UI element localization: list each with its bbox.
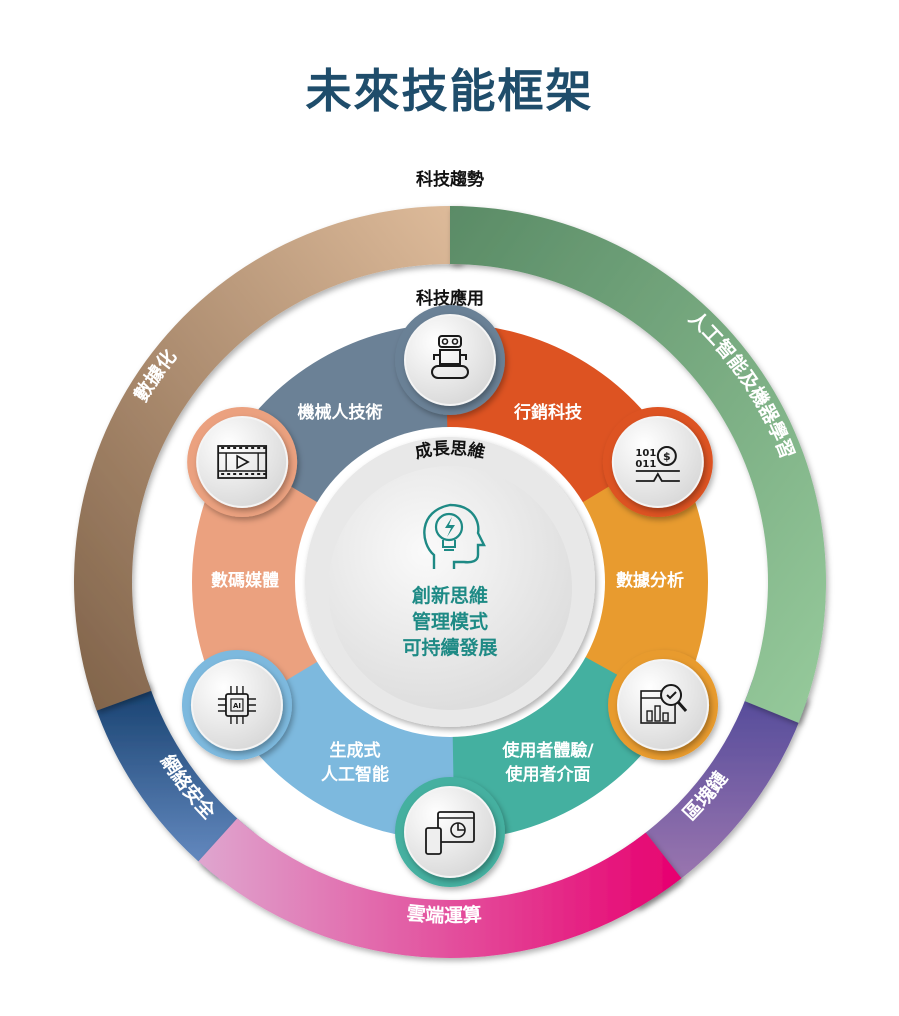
middle-segment-label: 數據分析 (616, 570, 684, 591)
middle-ring-title: 科技應用 (416, 288, 484, 309)
icon-badge (395, 777, 505, 887)
center-line: 可持續發展 (402, 636, 497, 659)
middle-segment-label: 生成式 (330, 740, 381, 761)
svg-text:011: 011 (635, 459, 656, 470)
outer-ring-title: 科技趨勢 (416, 169, 484, 190)
robot-icon (431, 335, 469, 379)
head-lightbulb-icon (423, 503, 486, 569)
middle-segment-label: 數碼媒體 (211, 570, 279, 591)
data-analysis-icon (640, 684, 688, 724)
icon-badge (187, 407, 298, 517)
middle-segment-label: 行銷科技 (513, 402, 583, 423)
middle-segment-label: 機械人技術 (298, 402, 383, 423)
svg-text:AI: AI (233, 702, 241, 710)
center-line: 創新思維 (412, 584, 488, 607)
svg-text:101: 101 (635, 448, 656, 459)
outer-segment-3 (198, 818, 682, 959)
middle-segment-2 (578, 449, 709, 715)
middle-segment-label-line2: 人工智能 (321, 764, 389, 785)
devices-icon (425, 811, 475, 855)
icon-badge: AI (181, 650, 292, 760)
svg-text:$: $ (663, 450, 671, 463)
ai-chip-icon: AI (217, 686, 256, 724)
middle-segment-label: 使用者體驗/ (501, 740, 594, 761)
center-line: 管理模式 (412, 610, 488, 633)
outer-segment-0 (74, 205, 464, 711)
page-title: 未來技能框架 (305, 64, 594, 118)
middle-segment-label-line2: 使用者介面 (505, 764, 591, 785)
middle-segment-5 (191, 449, 322, 715)
outer-segment-4 (92, 680, 255, 879)
icon-badge (395, 305, 505, 415)
outer-segment-label: 雲端運算 (406, 902, 483, 927)
film-icon (217, 445, 268, 479)
icon-badge (608, 650, 719, 760)
outer-segment-1 (450, 206, 826, 723)
